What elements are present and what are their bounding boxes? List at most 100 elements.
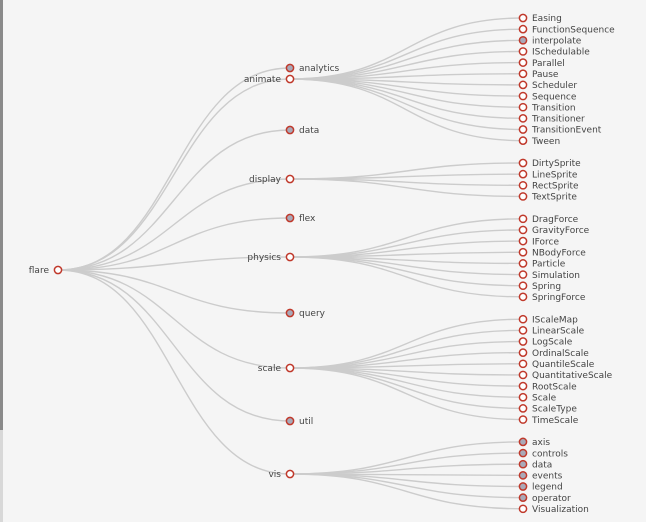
tree-node-physics-dragforce[interactable]: DragForce	[518, 214, 579, 225]
node-circle[interactable]	[518, 404, 528, 413]
tree-node-util-8[interactable]: util	[285, 416, 313, 427]
tree-node-scale-scaletype[interactable]: ScaleType	[518, 404, 577, 415]
node-circle[interactable]	[518, 58, 528, 67]
node-circle[interactable]	[518, 437, 528, 447]
node-circle[interactable]	[518, 91, 528, 101]
tree-node-vis-visualization[interactable]: Visualization	[518, 504, 589, 515]
tree-node-animate-tween[interactable]: Tween	[518, 136, 560, 147]
node-circle[interactable]	[53, 265, 63, 275]
node-circle[interactable]	[518, 180, 528, 190]
node-circle[interactable]	[518, 337, 528, 346]
node-circle[interactable]	[285, 469, 295, 479]
node-circle[interactable]	[518, 24, 528, 34]
tree-node-scale-7[interactable]: scale	[258, 363, 295, 374]
node-circle[interactable]	[518, 80, 528, 90]
node-circle[interactable]	[518, 482, 528, 491]
node-circle[interactable]	[518, 314, 528, 324]
node-circle[interactable]	[518, 281, 528, 291]
node-circle[interactable]	[518, 102, 528, 112]
node-circle[interactable]	[518, 158, 528, 168]
tree-node-display-linesprite[interactable]: LineSprite	[518, 169, 578, 180]
node-circle[interactable]	[518, 225, 528, 235]
tree-node-animate-pause[interactable]: Pause	[518, 69, 559, 80]
tree-node-scale-logscale[interactable]: LogScale	[518, 337, 573, 348]
node-circle[interactable]	[518, 136, 528, 145]
tree-node-physics-gravityforce[interactable]: GravityForce	[518, 225, 590, 236]
tree-node-scale-iscalemap[interactable]: IScaleMap	[518, 314, 578, 325]
tree-node-animate-transitioner[interactable]: Transitioner	[518, 114, 585, 125]
tree-node-physics-iforce[interactable]: IForce	[518, 236, 559, 247]
tree-node-vis-data[interactable]: data	[518, 459, 552, 470]
tree-node-animate-functionsequence[interactable]: FunctionSequence	[518, 24, 615, 35]
node-circle[interactable]	[518, 292, 528, 302]
tree-node-analytics-0[interactable]: analytics	[285, 63, 340, 74]
node-circle[interactable]	[285, 416, 295, 426]
node-circle[interactable]	[285, 308, 295, 318]
node-circle[interactable]	[285, 174, 295, 184]
tree-node-vis-legend[interactable]: legend	[518, 482, 563, 493]
tree-node-data-2[interactable]: data	[285, 125, 319, 136]
node-circle[interactable]	[518, 392, 528, 402]
node-circle[interactable]	[518, 326, 528, 335]
node-circle[interactable]	[518, 214, 528, 224]
tree-node-display-textsprite[interactable]: TextSprite	[518, 192, 577, 203]
tree-node-animate-transitionevent[interactable]: TransitionEvent	[518, 125, 602, 136]
node-circle[interactable]	[518, 247, 528, 257]
node-circle[interactable]	[285, 213, 295, 223]
tree-node-display-rectsprite[interactable]: RectSprite	[518, 180, 579, 192]
tree-node-scale-ordinalscale[interactable]: OrdinalScale	[518, 348, 589, 359]
node-circle[interactable]	[518, 459, 528, 469]
tree-node-scale-timescale[interactable]: TimeScale	[518, 415, 579, 426]
tree-node-vis-9[interactable]: vis	[268, 469, 295, 480]
node-circle[interactable]	[518, 69, 528, 79]
node-circle[interactable]	[518, 370, 528, 380]
node-circle[interactable]	[518, 448, 528, 458]
tree-node-animate-ischedulable[interactable]: ISchedulable	[518, 47, 590, 58]
tree-node-animate-easing[interactable]: Easing	[518, 13, 562, 24]
tree-node-physics-springforce[interactable]: SpringForce	[518, 292, 586, 303]
tree-node-scale-linearscale[interactable]: LinearScale	[518, 326, 585, 337]
tree-node-scale-scale[interactable]: Scale	[518, 392, 557, 403]
tree-node-scale-quantilescale[interactable]: QuantileScale	[518, 359, 595, 370]
node-circle[interactable]	[518, 348, 528, 357]
node-circle[interactable]	[285, 125, 295, 135]
node-circle[interactable]	[518, 270, 528, 279]
tree-node-animate-interpolate[interactable]: interpolate	[518, 35, 582, 47]
tree-node-flare[interactable]: flare	[29, 265, 63, 276]
node-circle[interactable]	[518, 114, 528, 123]
tree-node-animate-sequence[interactable]: Sequence	[518, 91, 577, 102]
tree-node-physics-particle[interactable]: Particle	[518, 259, 566, 270]
node-circle[interactable]	[518, 415, 528, 424]
node-circle[interactable]	[285, 363, 295, 373]
node-circle[interactable]	[518, 192, 528, 201]
tree-node-display-3[interactable]: display	[249, 174, 295, 185]
tree-node-scale-rootscale[interactable]: RootScale	[518, 381, 577, 392]
tree-node-physics-5[interactable]: physics	[247, 252, 295, 263]
node-circle[interactable]	[518, 125, 528, 134]
tree-node-scale-quantitativescale[interactable]: QuantitativeScale	[518, 370, 613, 381]
node-circle[interactable]	[518, 493, 528, 502]
tree-node-physics-spring[interactable]: Spring	[518, 281, 561, 292]
node-circle[interactable]	[518, 359, 528, 369]
node-circle[interactable]	[518, 471, 528, 480]
tree-node-vis-events[interactable]: events	[518, 471, 563, 482]
tree-node-vis-axis[interactable]: axis	[518, 437, 550, 448]
node-circle[interactable]	[518, 35, 528, 45]
tree-node-flex-4[interactable]: flex	[285, 213, 316, 224]
node-circle[interactable]	[518, 169, 528, 179]
node-circle[interactable]	[518, 13, 528, 23]
node-circle[interactable]	[518, 381, 528, 391]
tree-node-physics-nbodyforce[interactable]: NBodyForce	[518, 247, 586, 258]
tree-node-animate-transition[interactable]: Transition	[518, 102, 576, 113]
tree-node-vis-controls[interactable]: controls	[518, 448, 568, 459]
tree-node-vis-operator[interactable]: operator	[518, 493, 571, 504]
node-circle[interactable]	[285, 63, 295, 73]
node-circle[interactable]	[518, 259, 528, 268]
node-circle[interactable]	[518, 236, 528, 246]
tree-node-animate-parallel[interactable]: Parallel	[518, 58, 565, 69]
node-circle[interactable]	[518, 47, 528, 56]
tree-node-physics-simulation[interactable]: Simulation	[518, 270, 580, 281]
node-circle[interactable]	[285, 74, 295, 84]
tree-node-animate-1[interactable]: animate	[244, 74, 295, 85]
tree-node-display-dirtysprite[interactable]: DirtySprite	[518, 158, 581, 169]
